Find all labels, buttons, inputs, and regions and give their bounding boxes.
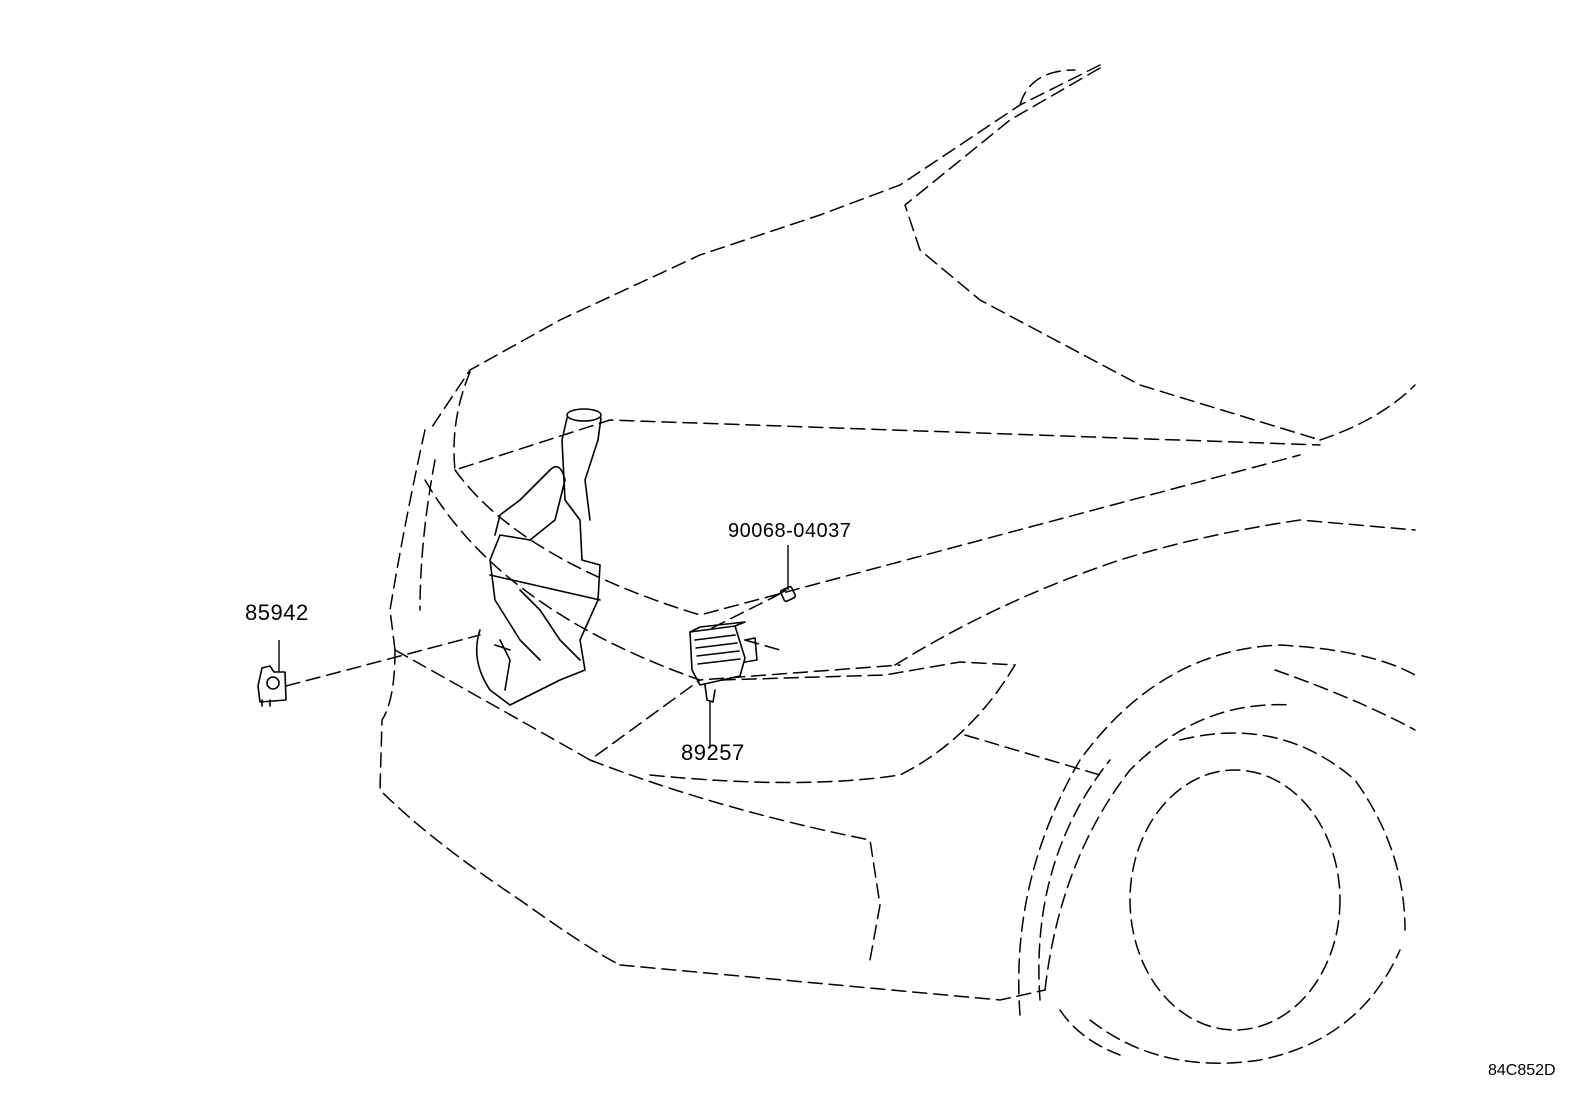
part-number-bolt[interactable]: 90068-04037 <box>728 520 852 542</box>
part-number-sensor[interactable]: 89257 <box>681 740 745 765</box>
clip-part <box>257 634 481 707</box>
washer-tank <box>475 408 602 706</box>
bolt-part <box>771 545 797 603</box>
part-number-clip[interactable]: 85942 <box>245 600 309 625</box>
car-body-outline <box>379 64 1416 1064</box>
sensor-part <box>689 597 781 748</box>
diagram-code: 84C852D <box>1488 1062 1556 1079</box>
